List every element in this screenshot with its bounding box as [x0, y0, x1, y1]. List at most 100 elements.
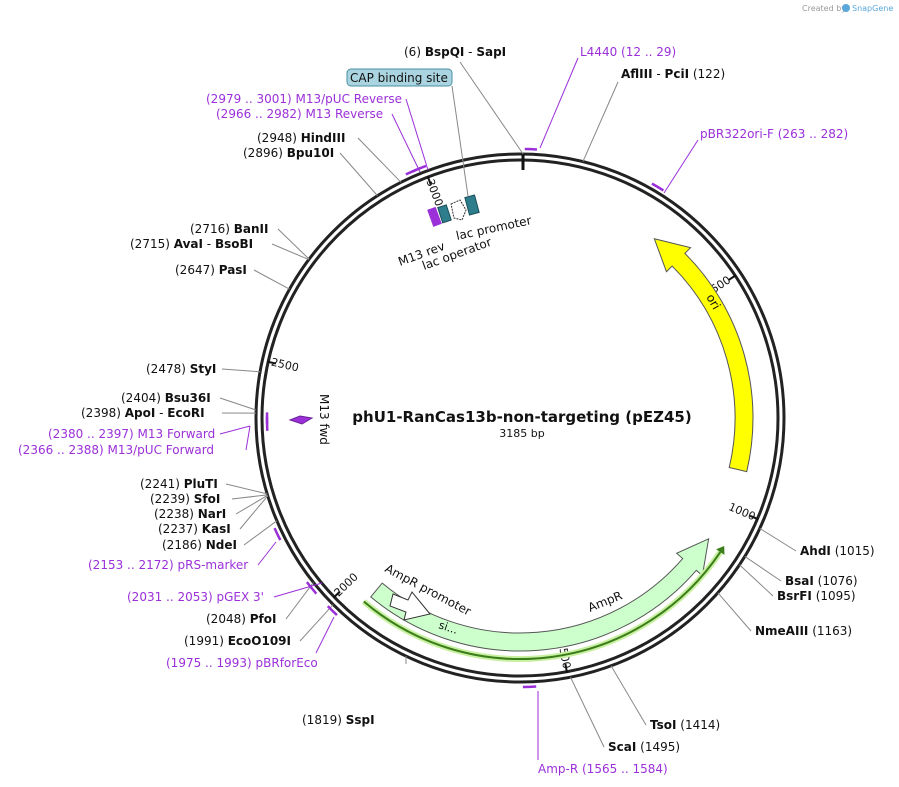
- primer-leader-pgex-3-: [273, 582, 323, 598]
- cap-binding-site-box[interactable]: [346, 68, 453, 87]
- ampr-orf-line: [363, 551, 722, 660]
- ori-label: ori: [703, 292, 723, 313]
- tick-label-2000: 2000: [332, 570, 361, 599]
- site-label-afliii[interactable]: AflIII - PciI (122): [621, 67, 725, 81]
- site-label-scai[interactable]: ScaI (1495): [608, 740, 680, 754]
- lac-promoter-arrow[interactable]: [450, 199, 467, 221]
- ori-feature-arrow[interactable]: [653, 238, 754, 473]
- leader-pfoi: [285, 582, 314, 620]
- m13-fwd-label: M13 fwd: [317, 394, 331, 445]
- site-label-bspqi[interactable]: (6) BspQI - SapI: [404, 45, 506, 59]
- site-label-bsrfi[interactable]: BsrFI (1095): [777, 589, 856, 603]
- lac-operator-feature[interactable]: [437, 204, 452, 224]
- site-label-styi[interactable]: (2478) StyI: [146, 362, 216, 376]
- primer-leader-l4440: [539, 57, 579, 149]
- primer-leader-prs-marker: [257, 541, 277, 566]
- primer-label-l4440[interactable]: L4440 (12 .. 29): [580, 45, 676, 59]
- site-label-avai[interactable]: (2715) AvaI - BsoBI: [130, 237, 253, 251]
- leader-banii: [277, 228, 310, 260]
- primer-label-pbrforeco[interactable]: (1975 .. 1993) pBRforEco: [166, 656, 318, 670]
- primer-label-amp-r[interactable]: Amp-R (1565 .. 1584): [538, 762, 668, 776]
- backbone-inner-strand: [260, 158, 780, 678]
- tick-label-3000: 3000: [423, 177, 445, 208]
- tick-mark-1500: [564, 663, 568, 673]
- site-label-nari[interactable]: (2238) NarI: [154, 507, 226, 521]
- plasmid-name: phU1-RanCas13b-non-targeting (pEZ45): [352, 408, 691, 426]
- site-label-ecoo109i[interactable]: (1991) EcoO109I: [184, 634, 291, 648]
- site-label-nmeaiii[interactable]: NmeAIII (1163): [755, 624, 852, 638]
- site-label-pasi[interactable]: (2647) PasI: [175, 263, 247, 277]
- tick-label-2500: 2500: [270, 356, 300, 375]
- primer-label-m13-puc-reverse[interactable]: (2979 .. 3001) M13/pUC Reverse: [206, 92, 402, 106]
- site-label-ndei[interactable]: (2186) NdeI: [162, 538, 237, 552]
- leader-sfoi: [231, 494, 268, 500]
- primer-label-pbr322ori-f[interactable]: pBR322ori-F (263 .. 282): [700, 127, 848, 141]
- primer-leader-pbr322ori-f: [663, 139, 699, 194]
- credit-created-by: Created by: [802, 4, 846, 13]
- primer-label-m13-reverse[interactable]: (2966 .. 2982) M13 Reverse: [216, 107, 383, 121]
- leader-bspqi: [459, 61, 524, 155]
- m13-fwd-feature[interactable]: [288, 415, 314, 425]
- leader-bpu10i: [339, 152, 378, 197]
- site-label-pfoi[interactable]: (2048) PfoI: [206, 612, 276, 626]
- leader-nari: [235, 494, 268, 515]
- primer-mark-m13-puc-reverse[interactable]: [411, 164, 427, 173]
- label-layer: (6) BspQI - SapI AflIII - PciI (122) AhdI …: [18, 45, 875, 776]
- primer-mark-pbrforeco[interactable]: [326, 605, 338, 617]
- site-label-bsu36i[interactable]: (2404) Bsu36I: [121, 391, 211, 405]
- leader-bsu36i: [219, 397, 257, 411]
- primer-mark-prs-marker[interactable]: [273, 527, 282, 541]
- leader-avai: [271, 243, 310, 261]
- primer-mark-layer: [265, 147, 665, 689]
- site-label-hindiii[interactable]: (2948) HindIII: [257, 131, 345, 145]
- leader-bsrfi: [739, 564, 774, 597]
- cap-binding-feature[interactable]: [464, 194, 480, 216]
- primer-leader-m13-reverse: [391, 113, 421, 173]
- leader-styi: [221, 368, 261, 373]
- site-label-apoi[interactable]: (2398) ApoI - EcoRI: [81, 406, 205, 420]
- site-label-banii[interactable]: (2716) BanII: [190, 222, 268, 236]
- site-label-sfoi[interactable]: (2239) SfoI: [150, 492, 220, 506]
- leader-ecoo109i: [299, 604, 334, 642]
- primer-leader-pbrforeco: [315, 616, 335, 654]
- leader-kasi: [239, 495, 269, 530]
- leader-ahdi: [759, 527, 797, 552]
- primer-label-prs-marker[interactable]: (2153 .. 2172) pRS-marker: [88, 558, 248, 572]
- primer-leader-m13-puc-reverse: [405, 98, 429, 171]
- primer-label-m13-puc-forward[interactable]: (2366 .. 2388) M13/pUC Forward: [18, 443, 214, 457]
- site-label-ahdi[interactable]: AhdI (1015): [800, 544, 875, 558]
- ampr-feature-arrow[interactable]: [370, 537, 710, 652]
- snapgene-logo-icon: [842, 4, 850, 12]
- leader-ndei: [243, 520, 278, 546]
- leader-pasi: [253, 269, 290, 290]
- primer-label-pgex-3-[interactable]: (2031 .. 2053) pGEX 3': [127, 590, 264, 604]
- primer-mark-pbr322ori-f[interactable]: [651, 182, 665, 192]
- site-label-sspi[interactable]: (1819) SspI: [302, 713, 375, 727]
- leader-afliii: [582, 81, 619, 162]
- site-label-bpu10i[interactable]: (2896) Bpu10I: [243, 146, 334, 160]
- site-label-tsoi[interactable]: TsoI (1414): [650, 718, 720, 732]
- primer-label-m13-forward[interactable]: (2380 .. 2397) M13 Forward: [48, 427, 215, 441]
- leader-pluti: [225, 483, 268, 495]
- tick-mark-2500: [266, 360, 277, 365]
- primer-leader-m13-forward: [219, 425, 251, 435]
- leader-tsoi: [610, 665, 647, 726]
- leader-scai: [570, 676, 605, 748]
- signal-sequence-label: si...: [437, 618, 459, 636]
- primer-mark-pgex-3-[interactable]: [305, 581, 318, 595]
- plasmid-length: 3185 bp: [499, 427, 544, 440]
- ampr-promoter-arrow[interactable]: [389, 591, 431, 621]
- tick-mark-3000: [426, 175, 432, 185]
- site-label-pluti[interactable]: (2241) PluTI: [140, 477, 218, 491]
- m13-rev-feature[interactable]: [427, 206, 442, 227]
- tick-mark-500: [727, 274, 737, 281]
- ampr-orf-arrowhead: [716, 545, 725, 555]
- tick-label-1000: 1000: [727, 500, 758, 523]
- primer-leader-m13-puc-forward: [245, 425, 251, 451]
- site-label-bsai[interactable]: BsaI (1076): [785, 574, 858, 588]
- tick-mark-1000: [749, 514, 759, 521]
- backbone-outer-strand: [254, 152, 786, 684]
- tick-mark-2000: [332, 590, 341, 599]
- site-label-kasi[interactable]: (2237) KasI: [158, 522, 231, 536]
